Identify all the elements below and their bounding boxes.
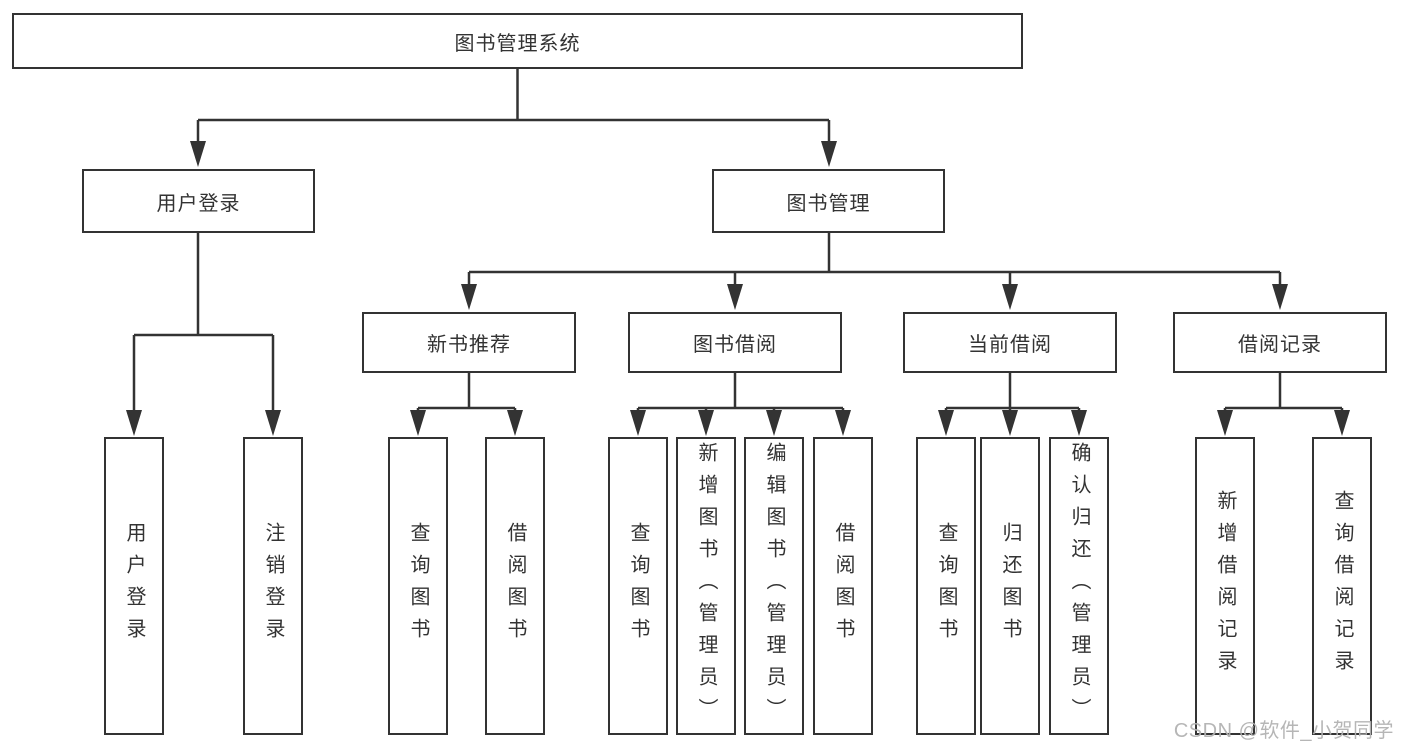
leaf-add-borrow-record: 新增借阅记录 [1195, 437, 1255, 735]
leaf-label: 查询图书 [407, 522, 429, 650]
leaf-add-book-admin: 新增图书（管理员） [676, 437, 736, 735]
arrowhead [630, 410, 646, 436]
arrowhead [821, 141, 837, 167]
leaf-label: 新增借阅记录 [1214, 490, 1236, 682]
connector-current-to-leaves [938, 373, 1087, 436]
leaf-borrow-books-borrowing: 借阅图书 [813, 437, 873, 735]
arrowhead [1272, 284, 1288, 310]
leaf-label: 用户登录 [123, 522, 145, 650]
arrowhead [410, 410, 426, 436]
leaf-confirm-return-admin: 确认归还（管理员） [1049, 437, 1109, 735]
leaf-query-books-recommend: 查询图书 [388, 437, 448, 735]
leaf-label: 编辑图书（管理员） [763, 442, 785, 730]
node-book-borrowing: 图书借阅 [628, 312, 842, 373]
leaf-query-books-current: 查询图书 [916, 437, 976, 735]
connector-mgmt-to-level3 [461, 233, 1288, 310]
arrowhead [507, 410, 523, 436]
arrowhead [727, 284, 743, 310]
arrowhead [126, 410, 142, 436]
leaf-label: 新增图书（管理员） [695, 442, 717, 730]
csdn-watermark: CSDN @软件_小贺同学 [1173, 720, 1394, 742]
node-library-system: 图书管理系统 [12, 13, 1023, 69]
arrowhead [1002, 410, 1018, 436]
arrowhead [766, 410, 782, 436]
leaf-label: 查询借阅记录 [1331, 490, 1353, 682]
leaf-label: 借阅图书 [504, 522, 526, 650]
arrowhead [938, 410, 954, 436]
arrowhead [1071, 410, 1087, 436]
arrowhead [265, 410, 281, 436]
node-book-management-branch: 图书管理 [712, 169, 945, 233]
leaf-return-book: 归还图书 [980, 437, 1040, 735]
node-current-borrowing: 当前借阅 [903, 312, 1117, 373]
connector-records-to-leaves [1217, 373, 1350, 436]
arrowhead [1002, 284, 1018, 310]
leaf-label: 注销登录 [262, 522, 284, 650]
leaf-label: 借阅图书 [832, 522, 854, 650]
leaf-label: 查询图书 [627, 522, 649, 650]
arrowhead [1334, 410, 1350, 436]
node-new-book-recommend: 新书推荐 [362, 312, 576, 373]
leaf-label: 确认归还（管理员） [1068, 442, 1090, 730]
connector-user-to-leaves [126, 233, 281, 436]
connector-root-to-level2 [190, 69, 837, 167]
arrowhead [698, 410, 714, 436]
node-borrowing-records: 借阅记录 [1173, 312, 1387, 373]
arrowhead [190, 141, 206, 167]
connector-recommend-to-leaves [410, 373, 523, 436]
leaf-query-books-borrowing: 查询图书 [608, 437, 668, 735]
leaf-borrow-books-recommend: 借阅图书 [485, 437, 545, 735]
leaf-user-login: 用户登录 [104, 437, 164, 735]
node-user-login-branch: 用户登录 [82, 169, 315, 233]
leaf-query-borrow-record: 查询借阅记录 [1312, 437, 1372, 735]
leaf-logout: 注销登录 [243, 437, 303, 735]
arrowhead [1217, 410, 1233, 436]
leaf-label: 归还图书 [999, 522, 1021, 650]
leaf-edit-book-admin: 编辑图书（管理员） [744, 437, 804, 735]
arrowhead [461, 284, 477, 310]
connector-borrow-to-leaves [630, 373, 851, 436]
arrowhead [835, 410, 851, 436]
leaf-label: 查询图书 [935, 522, 957, 650]
